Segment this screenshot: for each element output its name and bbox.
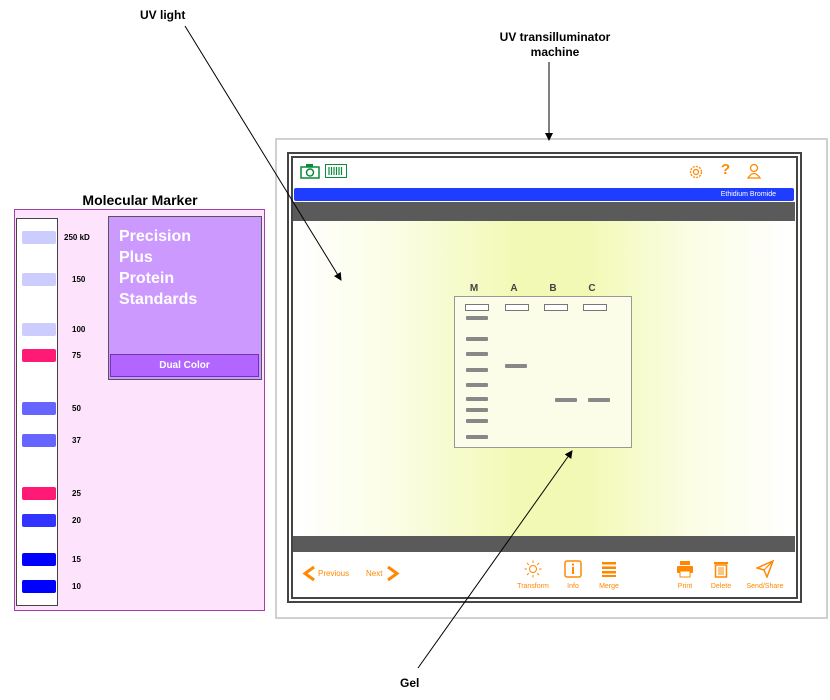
marker-band [22,349,56,362]
variant-label: Dual Color [110,354,259,377]
gel-band [466,397,488,401]
gel-band [466,316,488,320]
stain-bar: Ethidium Bromide [294,188,794,201]
marker-band-label: 25 [72,489,81,498]
lane-label: C [588,283,596,294]
gel-band [466,435,488,439]
marker-band-label: 37 [72,436,81,445]
delete-button[interactable]: Delete [710,583,732,590]
gel-well [544,304,568,311]
machine-label: UV transilluminator machine [499,30,611,59]
info-icon[interactable] [564,560,582,578]
gel-well [583,304,607,311]
uv-light-label: UV light [140,8,186,22]
top-toolbar [294,158,795,186]
marker-band-label: 150 [72,275,86,284]
info-button[interactable]: Info [567,583,579,590]
gel-band [466,352,488,356]
gel-well [505,304,529,311]
marker-band-label: 50 [72,404,81,413]
bottom-divider [293,536,795,552]
standard-name: Precision Plus Protein Standards [119,228,198,308]
send-icon[interactable] [756,560,774,578]
marker-band-label: 10 [72,582,81,591]
marker-band [22,323,56,336]
help-icon[interactable]: ? [721,161,731,178]
marker-band [22,273,56,286]
barcode-icon[interactable] [325,164,347,178]
layers-icon[interactable] [600,560,618,578]
gel-band [466,408,488,412]
lane-label: A [510,283,518,294]
send-share-button[interactable]: Send/Share [746,583,784,590]
gel-band [466,368,488,372]
print-button[interactable]: Print [677,583,693,590]
gear-icon[interactable] [688,164,704,180]
marker-band-label: 250 kD [64,233,90,242]
marker-band-label: 20 [72,516,81,525]
marker-band-label: 15 [72,555,81,564]
top-divider [293,202,795,221]
gel-band [505,364,527,368]
transform-button[interactable]: Transform [517,583,549,590]
gel-band [555,398,577,402]
marker-band-label: 100 [72,325,86,334]
marker-band-label: 75 [72,351,81,360]
lane-label: M [469,283,479,294]
bottom-toolbar [294,554,795,597]
merge-button[interactable]: Merge [599,583,619,590]
gel-band [588,398,610,402]
gel-well [465,304,489,311]
marker-band [22,487,56,500]
molecular-marker-title: Molecular Marker [82,192,198,208]
user-icon[interactable] [746,163,762,179]
previous-button[interactable]: Previous [318,569,350,578]
chevron-right-icon[interactable] [386,565,400,582]
next-button[interactable]: Next [366,569,383,578]
marker-band [22,231,56,244]
marker-band [22,402,56,415]
marker-band [22,434,56,447]
gel-band [466,419,488,423]
lane-label: B [549,283,557,294]
marker-band [22,580,56,593]
marker-band [22,553,56,566]
marker-band [22,514,56,527]
chevron-left-icon[interactable] [302,565,316,582]
gel-label: Gel [400,676,420,690]
printer-icon[interactable] [676,560,694,578]
gel-band [466,383,488,387]
trash-icon[interactable] [712,560,730,578]
standard-info-box [108,216,262,380]
gel-band [466,337,488,341]
sun-icon[interactable] [524,560,542,578]
uv-light-arrow [184,25,342,281]
gel-arrow [417,450,573,669]
camera-icon[interactable] [300,163,320,179]
